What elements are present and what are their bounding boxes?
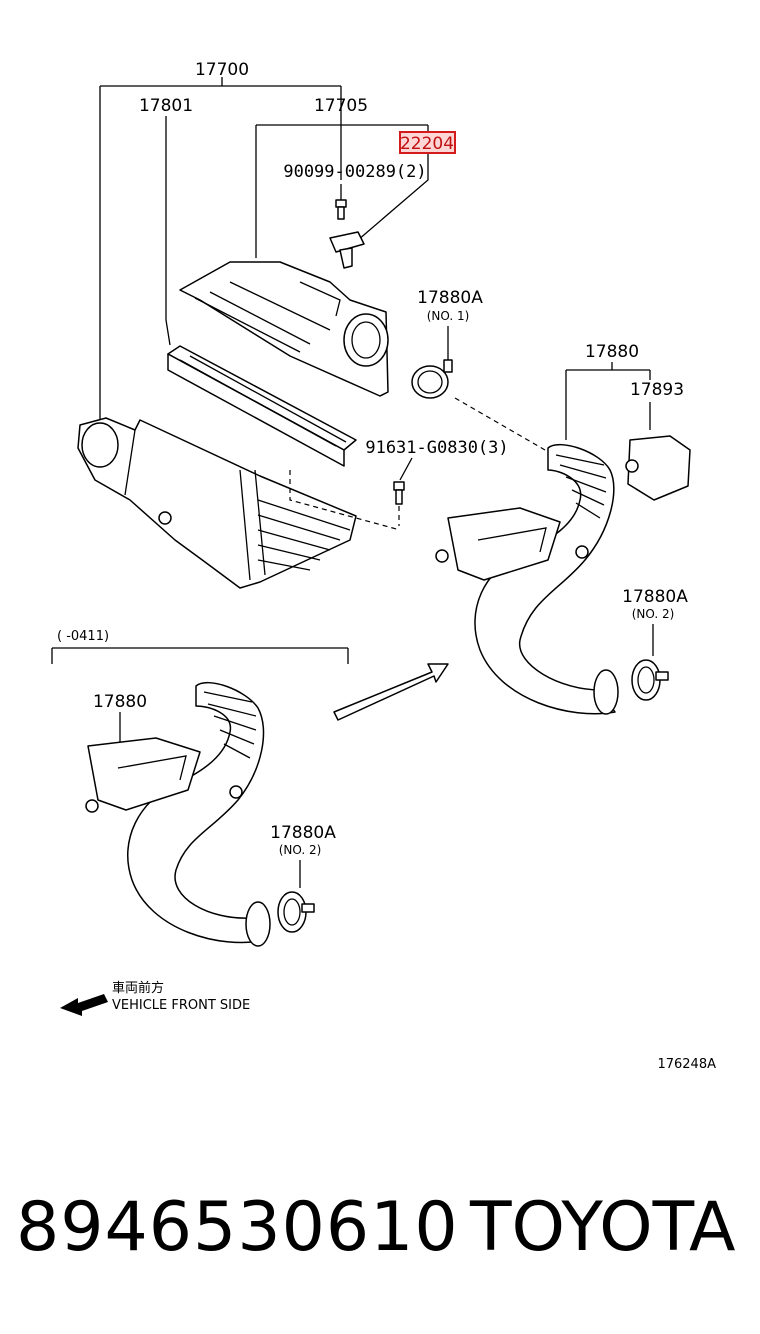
leader-17880-right xyxy=(565,362,651,440)
range-bracket xyxy=(51,647,349,664)
vehicle-front-arrow-icon xyxy=(60,994,108,1016)
part-number: 8946530610 xyxy=(16,1188,459,1267)
label-17880-right[interactable]: 17880 xyxy=(585,342,639,362)
label-17880A-no2-right[interactable]: 17880A xyxy=(622,587,688,607)
label-17700[interactable]: 17700 xyxy=(195,60,249,80)
leader-case-clip xyxy=(289,470,401,531)
leader-17700 xyxy=(99,77,342,430)
label-91631-G0830[interactable]: 91631-G0830(3) xyxy=(365,438,508,458)
bolt-icon xyxy=(393,481,405,505)
label-vehicle-front-side: VEHICLE FRONT SIDE xyxy=(112,998,250,1013)
label-range-0411: ( -0411) xyxy=(57,629,109,644)
label-diagram-ref: 176248A xyxy=(657,1057,716,1072)
air-flow-meter-icon xyxy=(329,231,365,269)
label-90099-00289[interactable]: 90099-00289(2) xyxy=(283,162,426,182)
leader-91631 xyxy=(399,457,413,481)
label-17880A-no1-sub: (NO. 1) xyxy=(427,309,470,323)
label-22204[interactable]: 22204 xyxy=(400,134,454,154)
label-17893[interactable]: 17893 xyxy=(630,380,684,400)
resonator-icon xyxy=(625,435,691,501)
label-17880A-no2-right-sub: (NO. 2) xyxy=(632,607,675,621)
leader-17801 xyxy=(165,116,171,346)
intake-hose-left xyxy=(85,681,271,947)
label-17880A-no1[interactable]: 17880A xyxy=(417,288,483,308)
label-17880-left[interactable]: 17880 xyxy=(93,692,147,712)
air-cleaner-case xyxy=(77,417,357,589)
screw-icon xyxy=(335,199,347,220)
label-17880A-no2-left-sub: (NO. 2) xyxy=(279,843,322,857)
hose-clamp-icon xyxy=(631,659,669,701)
air-cleaner-cap xyxy=(179,261,389,397)
hose-clamp-icon xyxy=(277,891,315,933)
label-17880A-no2-left[interactable]: 17880A xyxy=(270,823,336,843)
highlight-box-22204 xyxy=(399,131,456,154)
label-front-jp: 車両前方 xyxy=(112,980,164,996)
label-17801[interactable]: 17801 xyxy=(139,96,193,116)
hose-clamp-icon xyxy=(411,359,453,399)
intake-hose-right xyxy=(435,443,619,715)
air-filter-element xyxy=(167,345,357,467)
arrow-right-icon xyxy=(333,663,449,721)
brand-name: TOYOTA xyxy=(470,1188,736,1267)
label-17705[interactable]: 17705 xyxy=(314,96,368,116)
